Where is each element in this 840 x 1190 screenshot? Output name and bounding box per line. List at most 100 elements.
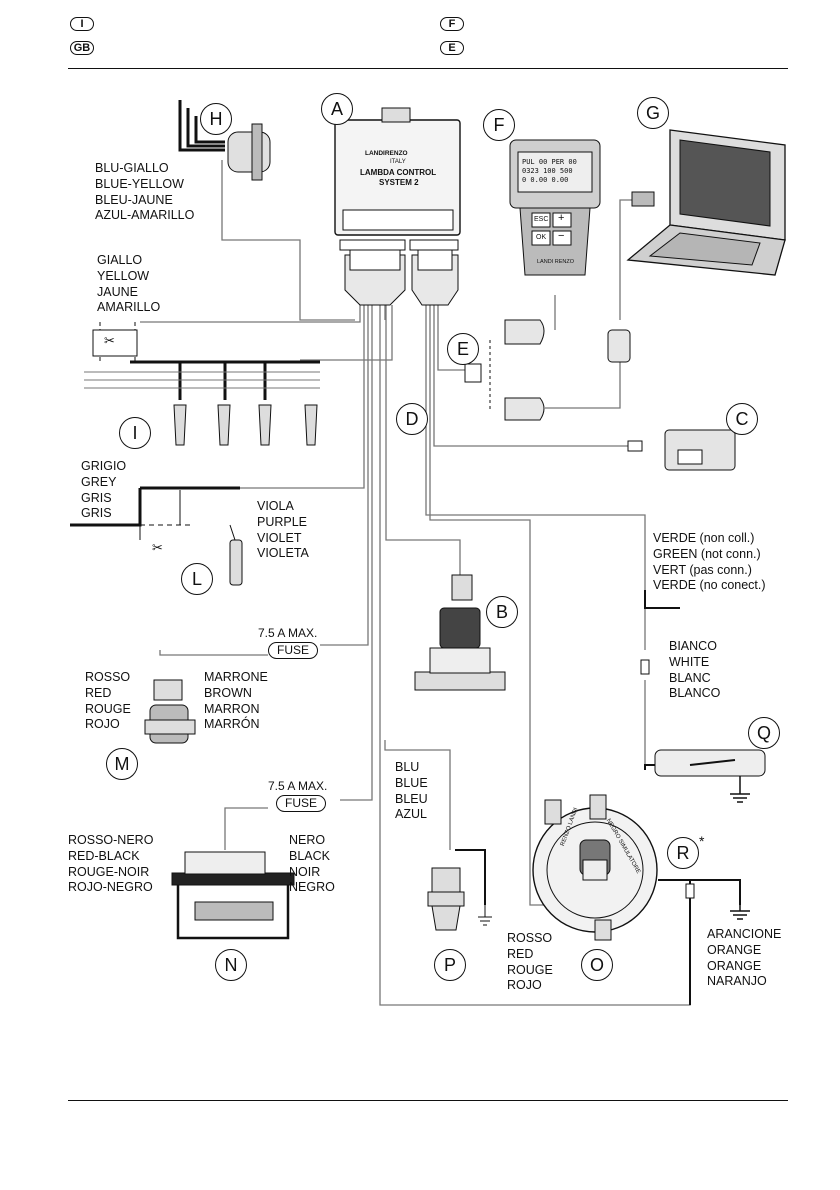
text-line: GRIS [81,490,112,505]
injectors [92,322,318,446]
wire-m-fuse [320,305,369,646]
text-line: ROUGE-NOIR [68,864,150,879]
text-line: ROJO [85,717,120,732]
ecu-country: ITALY [390,159,406,165]
label-o-reducer: O [581,949,613,981]
text-line: BLEU-JAUNE [95,192,173,207]
wire-e-diag [437,305,470,371]
text-line: VERDE (no conect.) [653,578,766,593]
text-line: BROWN [204,685,252,700]
red-m-wire-label: ROSSO RED ROUGE ROJO [85,670,131,733]
label-e-diagnostic: E [447,333,479,365]
ecu-name-line2: SYSTEM 2 [379,178,419,187]
ecu-box [334,107,461,306]
label-r-asterisk: * [699,833,705,849]
text-line: VIOLET [257,530,302,545]
programmer-screen-line2: 0323 100 500 [522,167,573,175]
text-line: BLU-GIALLO [95,161,169,175]
fuse-n: FUSE [276,795,327,812]
ground-symbols [730,776,750,920]
text-line: ROSSO [507,931,553,945]
grey-wire-label: GRIGIO GREY GRIS GRIS [81,459,126,522]
header-rule [68,68,788,69]
ecu-brand: LANDIRENZO [365,150,408,157]
wire-n-to-fuse [224,807,268,850]
text-line: BLU [395,760,420,774]
label-p-solenoid: P [434,949,466,981]
text-line: NARANJO [707,974,767,989]
diag-connectors [464,319,631,421]
text-line: BLUE [395,775,428,790]
text-line: MARRONE [204,670,268,684]
text-line: RED [507,946,534,961]
wire-h-return [300,305,393,361]
programmer-key-esc: ESC [534,216,549,223]
text-line: PURPLE [257,514,308,529]
wire-n-fuse [340,305,373,801]
wire-yellow [140,300,361,323]
label-c-switch: C [726,403,758,435]
text-line: NOIR [289,864,321,879]
text-line: MARRON [204,701,260,716]
label-n-battery: N [215,949,247,981]
fuel-gauge [654,749,766,777]
label-g-laptop: G [637,97,669,129]
text-line: VERDE (non coll.) [653,531,755,545]
text-line: GREY [81,474,117,489]
h-connector [227,123,271,181]
text-line: VERT (pas conn.) [653,562,752,577]
label-a-ecu: A [321,93,353,125]
programmer-brand: LANDI RENZO [537,259,574,265]
programmer-key-minus: − [558,230,565,242]
fuse-m-rating: 7.5 A MAX. [258,626,318,640]
label-m-coil: M [106,748,138,780]
programmer-key-ok: OK [536,234,547,241]
text-line: ORANGE [707,958,762,973]
laptop [626,129,786,276]
lang-code-spanish: E [440,41,464,55]
text-line: GRIS [81,506,112,521]
text-line: RED-BLACK [68,848,140,863]
label-b-valve: B [486,596,518,628]
white-wire-label: BIANCO WHITE BLANC BLANCO [669,639,720,702]
cut-scissors-icon: ✂ [104,333,115,348]
text-line: YELLOW [97,268,150,283]
text-line: BLEU [395,791,428,806]
text-line: AMARILLO [97,300,161,315]
h-wire-label: BLU-GIALLO BLUE-YELLOW BLEU-JAUNE AZUL-A… [95,161,194,224]
text-line: AZUL-AMARILLO [95,208,195,223]
text-line: BLANC [669,670,711,685]
label-i-injectors: I [119,417,151,449]
label-f-programmer: F [483,109,515,141]
text-line: JAUNE [97,284,138,299]
label-d-harness: D [396,403,428,435]
wire-injector-bus [130,360,320,400]
wire-h-tails [178,100,225,152]
blue-wire-label: BLU BLUE BLEU AZUL [395,760,428,823]
reducer-sensor [532,794,658,941]
text-line: ROSSO [85,670,131,684]
text-line: GIALLO [97,253,143,267]
wire-green [425,305,646,590]
text-line: BLACK [289,848,330,863]
red-o-wire-label: ROSSO RED ROUGE ROJO [507,931,553,994]
fuse-n-rating: 7.5 A MAX. [268,779,328,793]
text-line: GRIGIO [81,459,127,473]
programmer-screen-line3: 0 0.00 0.00 [522,176,569,184]
text-line: VIOLETA [257,546,309,561]
text-line: NEGRO [289,880,335,895]
brown-wire-label: MARRONE BROWN MARRON MARRÓN [204,670,268,733]
wire-c-switch [433,305,630,447]
p-solenoid [427,867,492,931]
ecu-name-line1: LAMBDA CONTROL [360,168,437,177]
text-line: ROJO-NEGRO [68,880,153,895]
programmer-key-plus: + [558,212,565,224]
cut-scissors-icon: ✂ [152,540,163,555]
label-q-gauge: Q [748,717,780,749]
label-l-lambda: L [181,563,213,595]
wire-b-valve [385,305,461,575]
fuse-m: FUSE [268,642,319,659]
wire-injector-thin [84,371,320,389]
programmer-unit [509,139,601,276]
gas-valve [414,574,506,691]
